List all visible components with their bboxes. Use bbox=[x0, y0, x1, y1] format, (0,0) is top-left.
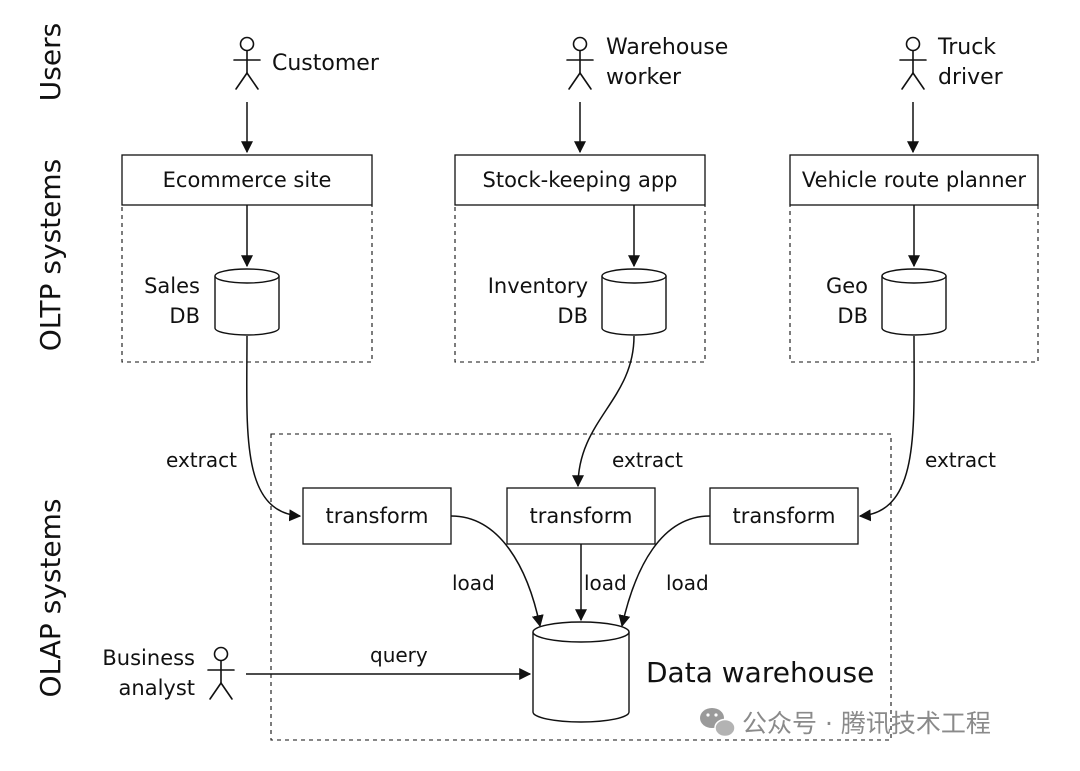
edge-label-load-geo: load bbox=[666, 571, 709, 595]
olap-boundary bbox=[270, 433, 892, 741]
watermark: 公众号 · 腾讯技术工程 bbox=[700, 708, 991, 738]
app-label: Vehicle route planner bbox=[802, 168, 1027, 192]
db-label-line2: DB bbox=[169, 304, 200, 328]
user-label: Customer bbox=[272, 51, 380, 76]
load-arrow-geo bbox=[618, 515, 711, 628]
db-label-line2: DB bbox=[557, 304, 588, 328]
db-label-line1: Sales bbox=[144, 274, 200, 298]
load-arrow-sales bbox=[450, 515, 544, 628]
inventory-db-cylinder bbox=[601, 268, 667, 336]
db-label-line2: DB bbox=[837, 304, 868, 328]
section-label-oltp: OLTP systems bbox=[34, 159, 67, 352]
transform-box-inventory: transform bbox=[506, 487, 656, 545]
edge-label-load-sales: load bbox=[452, 571, 495, 595]
user-label-line1: Warehouse bbox=[606, 35, 728, 60]
data-warehouse-cylinder bbox=[532, 621, 630, 723]
analyst-label-line2: analyst bbox=[119, 676, 195, 700]
transform-box-geo: transform bbox=[709, 487, 859, 545]
app-box-ecommerce: Ecommerce site bbox=[121, 154, 373, 206]
user-truck-driver: Truck driver bbox=[899, 35, 1004, 90]
user-label-line1: Truck bbox=[937, 35, 996, 60]
edge-label-extract-sales: extract bbox=[166, 448, 237, 472]
app-label: Stock-keeping app bbox=[483, 168, 678, 192]
transform-label: transform bbox=[326, 504, 429, 528]
db-label-line1: Inventory bbox=[488, 274, 588, 298]
extract-arrow-geo bbox=[858, 335, 915, 522]
geo-db-cylinder bbox=[881, 268, 947, 336]
user-customer: Customer bbox=[233, 36, 380, 90]
watermark-text: 公众号 · 腾讯技术工程 bbox=[742, 709, 991, 738]
app-box-stock-keeping: Stock-keeping app bbox=[454, 154, 706, 206]
person-icon bbox=[233, 36, 261, 90]
transform-label: transform bbox=[733, 504, 836, 528]
person-icon bbox=[899, 36, 927, 90]
person-icon bbox=[566, 36, 594, 90]
app-box-route-planner: Vehicle route planner bbox=[789, 154, 1039, 206]
section-label-users: Users bbox=[34, 23, 67, 101]
user-label-line2: driver bbox=[938, 65, 1004, 90]
edge-label-extract-geo: extract bbox=[925, 448, 996, 472]
extract-arrow-inventory bbox=[572, 335, 635, 488]
edge-label-query: query bbox=[370, 643, 428, 667]
section-label-olap: OLAP systems bbox=[34, 498, 67, 697]
edge-label-load-inventory: load bbox=[584, 571, 627, 595]
person-icon bbox=[207, 646, 235, 700]
business-analyst: Business analyst bbox=[102, 646, 235, 700]
edge-label-extract-inventory: extract bbox=[612, 448, 683, 472]
oltp-boundary-inventory bbox=[454, 204, 706, 363]
transform-label: transform bbox=[530, 504, 633, 528]
data-warehouse-label: Data warehouse bbox=[646, 656, 874, 689]
user-label-line2: worker bbox=[606, 65, 682, 90]
transform-box-sales: transform bbox=[302, 487, 452, 545]
wechat-icon bbox=[700, 708, 736, 738]
db-label-line1: Geo bbox=[826, 274, 868, 298]
extract-arrow-sales bbox=[245, 335, 302, 522]
user-warehouse-worker: Warehouse worker bbox=[566, 35, 728, 90]
sales-db-cylinder bbox=[214, 268, 280, 336]
app-label: Ecommerce site bbox=[163, 168, 332, 192]
analyst-label-line1: Business bbox=[102, 646, 195, 670]
